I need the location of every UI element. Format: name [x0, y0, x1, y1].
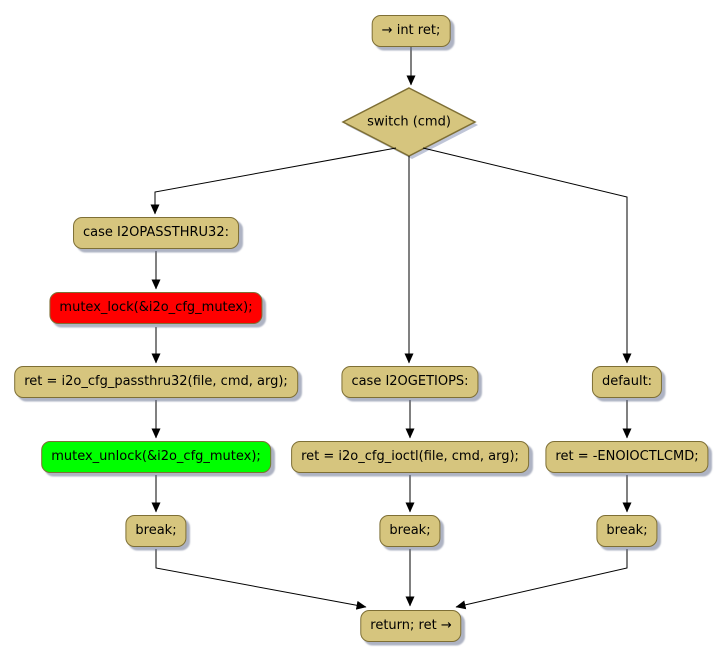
edge-break1-to-end: [155, 549, 367, 610]
edge-break3-to-end: [455, 549, 628, 610]
edge-switch-to-default: [422, 147, 632, 364]
activity-set-enoioctlcmd: ret = -ENOIOCTLCMD;: [545, 441, 709, 473]
activity-case-i2opassthru32: case I2OPASSTHRU32:: [73, 217, 239, 249]
activity-call-ioctl: ret = i2o_cfg_ioctl(file, cmd, arg);: [291, 441, 529, 473]
edge-switch-to-case1: [150, 147, 397, 215]
activity-end-return-ret: return; ret →: [360, 610, 462, 642]
activity-break-left: break;: [125, 515, 187, 547]
activity-case-default: default:: [591, 366, 663, 398]
activity-case-i2ogetiops: case I2OGETIOPS:: [341, 366, 479, 398]
switch-decision-label: switch (cmd): [367, 114, 451, 130]
activity-start-int-ret: → int ret;: [371, 15, 451, 47]
activity-mutex-lock: mutex_lock(&i2o_cfg_mutex);: [49, 292, 263, 324]
activity-break-right: break;: [596, 515, 658, 547]
activity-mutex-unlock: mutex_unlock(&i2o_cfg_mutex);: [41, 441, 271, 473]
activity-call-passthru32: ret = i2o_cfg_passthru32(file, cmd, arg)…: [14, 366, 298, 398]
activity-break-middle: break;: [379, 515, 441, 547]
